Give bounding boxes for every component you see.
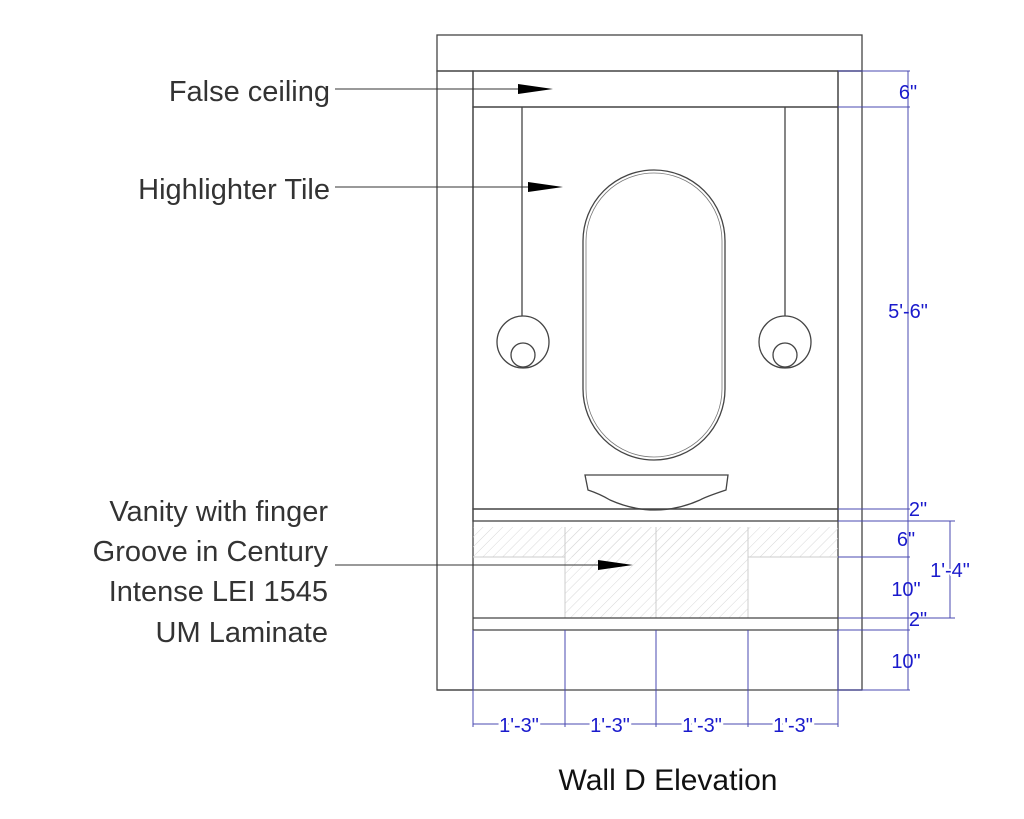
horizontal-dimension-lines <box>472 630 839 727</box>
label-vanity-line-1: Vanity with finger <box>109 496 328 528</box>
drawing-title: Wall D Elevation <box>559 764 778 797</box>
pendant-light-left <box>496 107 550 369</box>
leader-false-ceiling <box>335 84 553 94</box>
dim-vanity-top-band: 6" <box>897 529 915 551</box>
leader-highlighter-tile <box>335 182 563 192</box>
dim-vanity-base: 2" <box>909 609 927 631</box>
dim-tile-height: 5'-6" <box>888 301 928 323</box>
label-vanity-line-2: Groove in Century <box>93 536 329 568</box>
dim-column-3: 1'-3" <box>682 715 722 737</box>
left-wall <box>436 70 474 691</box>
dim-bottom: 10" <box>891 651 920 673</box>
counter-top <box>472 508 839 522</box>
wash-basin <box>584 474 729 511</box>
dim-false-ceiling: 6" <box>899 82 917 104</box>
vertical-dimension-lines <box>838 70 955 691</box>
dim-column-4: 1'-3" <box>773 715 813 737</box>
dim-column-1: 1'-3" <box>499 715 539 737</box>
right-wall <box>837 70 863 691</box>
label-false-ceiling: False ceiling <box>169 76 330 108</box>
label-vanity-line-4: UM Laminate <box>156 617 328 649</box>
ceiling-slab <box>436 34 863 72</box>
dim-vanity-lower: 10" <box>891 579 920 601</box>
vanity <box>473 527 838 631</box>
dim-vanity-overall: 1'-4" <box>930 560 970 582</box>
label-highlighter-tile: Highlighter Tile <box>138 174 330 206</box>
dim-column-2: 1'-3" <box>590 715 630 737</box>
highlighter-tile-area <box>472 106 839 510</box>
leader-vanity <box>335 560 633 570</box>
pendant-light-right <box>758 107 812 369</box>
dim-counter-top: 2" <box>909 499 927 521</box>
label-vanity-line-3: Intense LEI 1545 <box>109 576 328 608</box>
mirror <box>582 169 726 461</box>
